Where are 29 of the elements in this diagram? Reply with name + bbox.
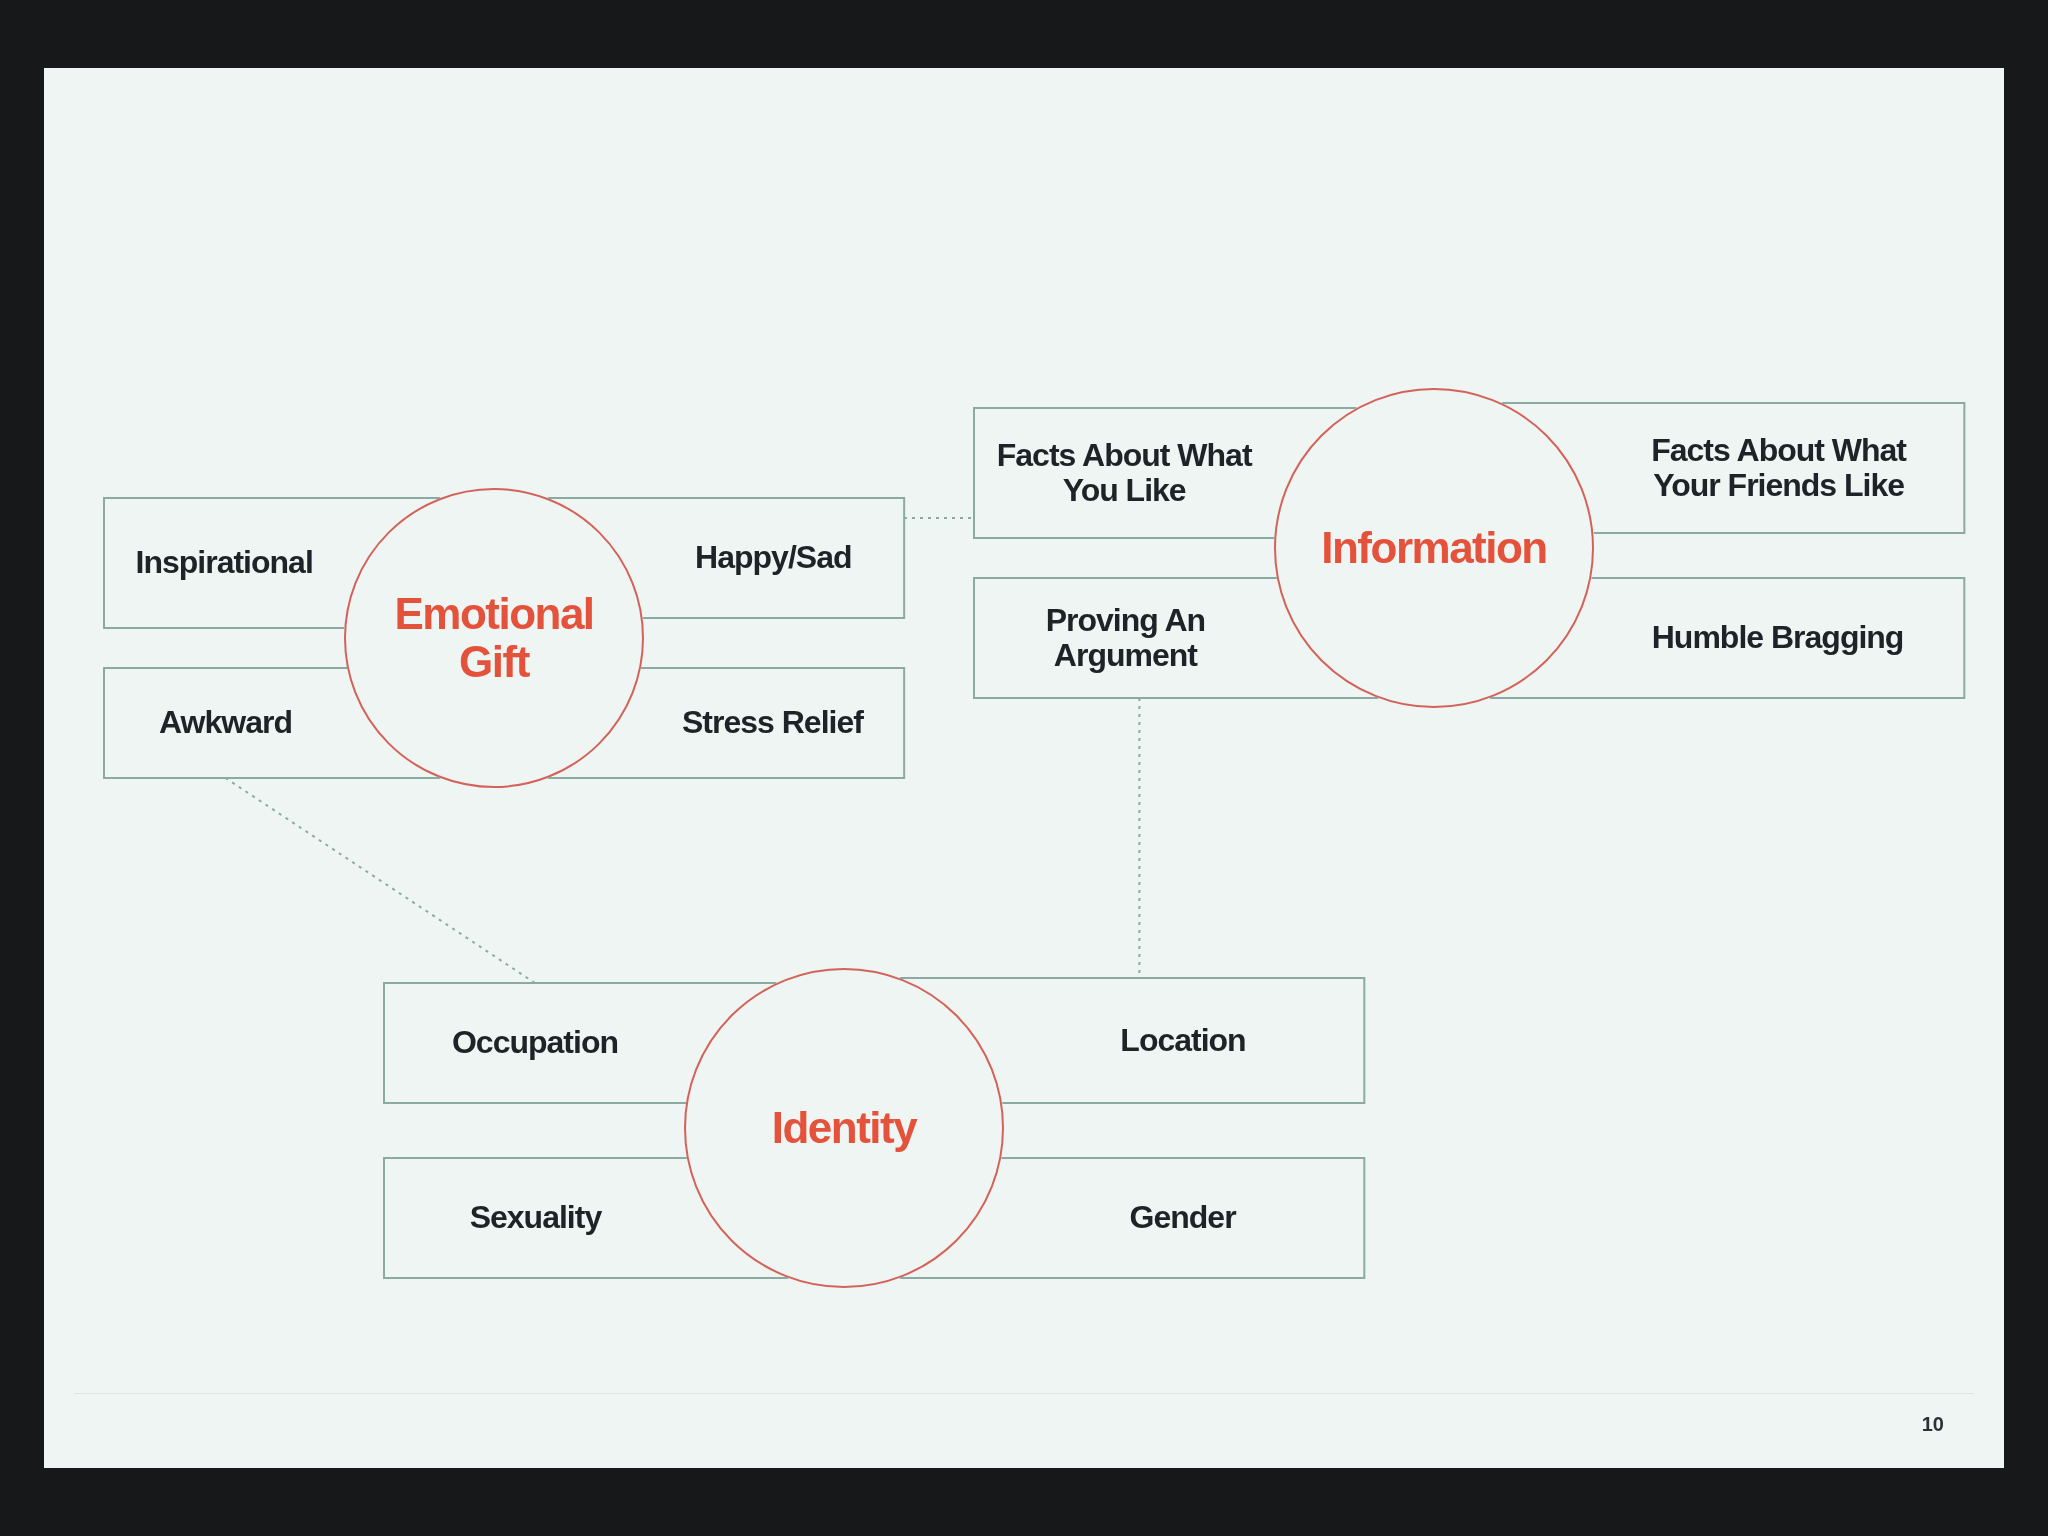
topic-label: Proving An Argument bbox=[1044, 602, 1207, 674]
category-label: Information bbox=[1321, 524, 1547, 572]
topic-label: Happy/Sad bbox=[695, 540, 852, 576]
topic-box bbox=[1501, 403, 1964, 533]
category-circle bbox=[684, 968, 1004, 1288]
topic-label: Gender bbox=[1129, 1200, 1236, 1236]
topic-label: Facts About What You Like bbox=[995, 437, 1254, 509]
topic-box bbox=[104, 668, 441, 778]
topic-box bbox=[384, 1158, 789, 1278]
topic-label: Occupation bbox=[451, 1025, 618, 1061]
topic-label: Sexuality bbox=[469, 1200, 602, 1236]
topic-box bbox=[974, 578, 1379, 698]
topic-box bbox=[899, 978, 1364, 1103]
topic-label: Inspirational bbox=[135, 545, 313, 581]
topic-label: Facts About What Your Friends Like bbox=[1650, 432, 1908, 504]
category-circle bbox=[1274, 388, 1594, 708]
topic-box bbox=[547, 668, 904, 778]
category-circle bbox=[344, 488, 644, 788]
category-label: Identity bbox=[771, 1104, 917, 1152]
topic-label: Stress Relief bbox=[682, 705, 863, 741]
dotted-line bbox=[224, 777, 536, 984]
topic-label: Humble Bragging bbox=[1651, 620, 1904, 656]
topic-box bbox=[384, 983, 777, 1103]
page-number: 10 bbox=[1921, 1413, 1944, 1436]
topic-label: Awkward bbox=[159, 705, 292, 741]
category-label: Emotional Gift bbox=[393, 590, 595, 686]
topic-box bbox=[1489, 578, 1964, 698]
topic-label: Location bbox=[1120, 1022, 1246, 1059]
topic-box bbox=[899, 1158, 1364, 1278]
